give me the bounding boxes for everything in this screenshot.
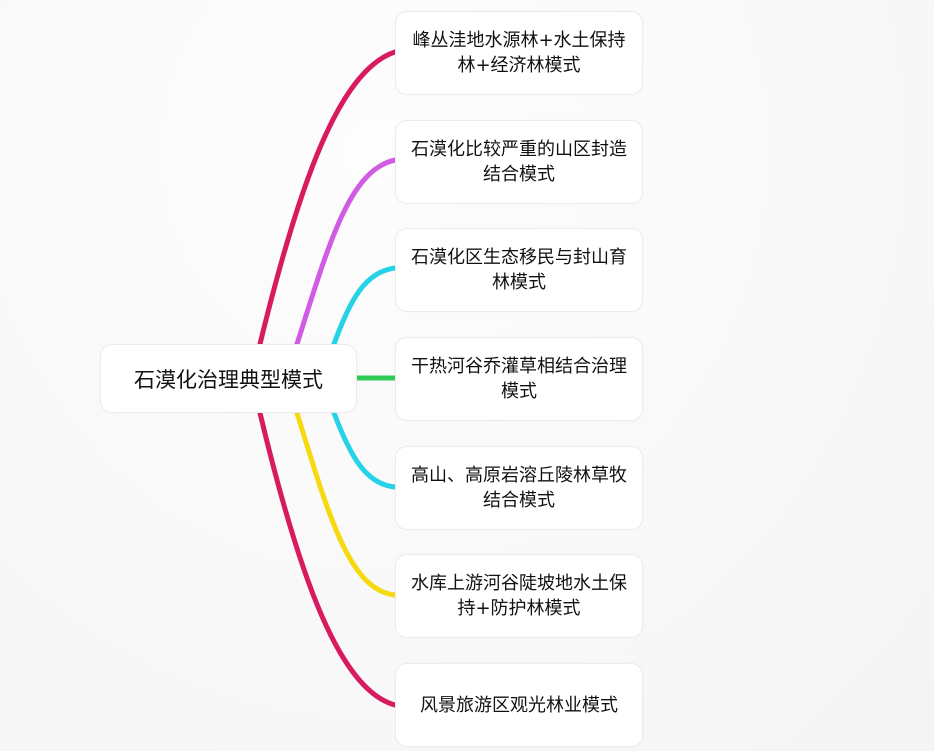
child-node-label: 石漠化比较严重的山区封造结合模式 [411, 139, 627, 185]
child-node-label: 高山、高原岩溶丘陵林草牧结合模式 [411, 465, 627, 511]
root-node[interactable]: 石漠化治理典型模式 [100, 344, 357, 413]
connector-3 [331, 265, 398, 347]
child-node-label: 水库上游河谷陡坡地水土保持+防护林模式 [411, 573, 627, 619]
child-node-label: 干热河谷乔灌草相结合治理模式 [411, 356, 627, 402]
connector-5 [331, 410, 398, 490]
root-node-label: 石漠化治理典型模式 [134, 367, 323, 392]
child-node-label: 峰丛洼地水源林+水土保持林+经济林模式 [412, 30, 626, 76]
child-node-label: 石漠化区生态移民与封山育林模式 [411, 247, 627, 293]
child-node-3[interactable]: 石漠化区生态移民与封山育林模式 [395, 228, 643, 312]
connector-1 [257, 49, 398, 347]
child-node-label: 风景旅游区观光林业模式 [420, 694, 618, 716]
child-node-2[interactable]: 石漠化比较严重的山区封造结合模式 [395, 120, 643, 204]
child-node-4[interactable]: 干热河谷乔灌草相结合治理模式 [395, 337, 643, 421]
connector-2 [294, 157, 398, 347]
child-node-1[interactable]: 峰丛洼地水源林+水土保持林+经济林模式 [395, 11, 643, 95]
child-node-5[interactable]: 高山、高原岩溶丘陵林草牧结合模式 [395, 446, 643, 530]
connector-6 [294, 410, 398, 598]
child-node-6[interactable]: 水库上游河谷陡坡地水土保持+防护林模式 [395, 554, 643, 638]
child-node-7[interactable]: 风景旅游区观光林业模式 [395, 663, 643, 747]
connector-7 [257, 410, 398, 708]
